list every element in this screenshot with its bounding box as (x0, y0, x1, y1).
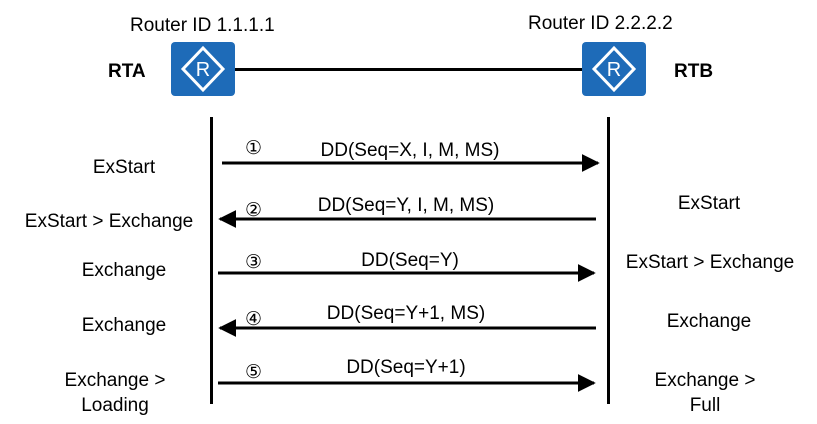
rta-router-icon: R (171, 42, 235, 96)
rtb-state: Exchange > (654, 370, 756, 391)
rta-state: Exchange > (64, 370, 166, 391)
rta-state: ExStart > Exchange (24, 211, 194, 232)
step-number: ② (245, 200, 263, 221)
rtb-lifeline (607, 117, 610, 404)
rta-label: RTA (108, 61, 146, 82)
rtb-state: Exchange (666, 311, 752, 332)
router-link (235, 68, 582, 71)
step-number: ③ (245, 252, 263, 273)
rtb-router-icon: R (582, 42, 646, 96)
rta-lifeline (210, 117, 213, 404)
rta-state: Exchange (81, 315, 167, 336)
rtb-router-id: Router ID 2.2.2.2 (528, 13, 673, 34)
rta-state: ExStart (92, 157, 156, 178)
rta-router-id: Router ID 1.1.1.1 (130, 15, 275, 36)
message-label: DD(Seq=Y) (361, 250, 459, 271)
step-number: ⑤ (245, 362, 263, 383)
step-number: ④ (245, 309, 263, 330)
rtb-state: ExStart > Exchange (625, 252, 795, 273)
message-label: DD(Seq=X, I, M, MS) (320, 140, 500, 161)
svg-text:R: R (196, 59, 210, 81)
rtb-label: RTB (674, 61, 714, 82)
rta-state: Loading (81, 395, 149, 416)
message-label: DD(Seq=Y, I, M, MS) (317, 195, 495, 216)
rtb-state: ExStart (677, 193, 741, 214)
rtb-state: Full (689, 395, 721, 416)
message-label: DD(Seq=Y+1, MS) (326, 303, 486, 324)
message-label: DD(Seq=Y+1) (346, 357, 466, 378)
svg-text:R: R (607, 59, 621, 81)
step-number: ① (245, 138, 263, 159)
rta-state: Exchange (81, 260, 167, 281)
